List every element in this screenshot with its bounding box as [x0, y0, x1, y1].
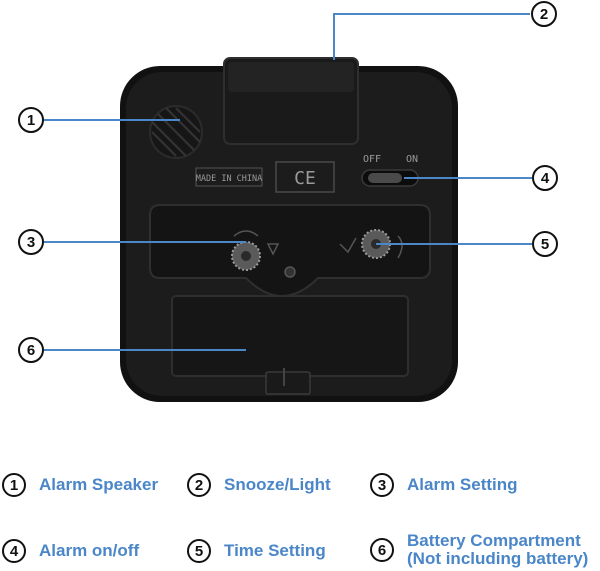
svg-text:2: 2 [540, 6, 548, 23]
legend-item-6: 6 Battery Compartment (Not including bat… [370, 532, 588, 568]
legend-label: Time Setting [224, 541, 326, 560]
legend-item-4: 4 Alarm on/off [2, 539, 139, 563]
legend-label-line2: (Not including battery) [407, 549, 589, 568]
callout-3: 3 [18, 229, 44, 255]
legend-number: 5 [187, 539, 211, 563]
legend-number: 2 [187, 473, 211, 497]
legend-label: Alarm Setting [407, 475, 518, 494]
legend: 1 Alarm Speaker 2 Snooze/Light 3 Alarm S… [0, 460, 600, 571]
callout-2: 2 [531, 1, 557, 27]
legend-label: Alarm on/off [39, 541, 140, 560]
leader-line-2 [333, 13, 530, 60]
legend-number: 6 [370, 538, 394, 562]
leader-lines [44, 13, 532, 351]
svg-text:6: 6 [27, 342, 35, 359]
clock-back-diagram: MADE IN CHINA CE OFF ON [18, 1, 558, 402]
callout-6: 6 [18, 337, 44, 363]
legend-number: 1 [2, 473, 26, 497]
ce-mark: CE [294, 168, 316, 189]
legend-item-1: 1 Alarm Speaker [2, 473, 158, 497]
svg-text:3: 3 [27, 234, 35, 251]
svg-text:4: 4 [541, 170, 550, 187]
legend-label-line1: Battery Compartment [407, 531, 581, 550]
switch-on-label: ON [406, 154, 418, 165]
svg-text:1: 1 [27, 112, 35, 129]
legend-label: Alarm Speaker [39, 475, 159, 494]
legend-label: Snooze/Light [224, 475, 331, 494]
callout-5: 5 [532, 231, 558, 257]
svg-text:5: 5 [541, 236, 549, 253]
legend-label: Battery Compartment (Not including batte… [407, 532, 588, 568]
legend-number: 4 [2, 539, 26, 563]
legend-number: 3 [370, 473, 394, 497]
clock-back: MADE IN CHINA CE OFF ON [120, 57, 458, 402]
legend-item-3: 3 Alarm Setting [370, 473, 518, 497]
made-in-china-marking: MADE IN CHINA [196, 174, 263, 184]
battery-compartment [171, 295, 409, 377]
legend-item-5: 5 Time Setting [187, 539, 326, 563]
speaker-grille [148, 104, 204, 160]
callout-1: 1 [18, 107, 44, 133]
switch-off-label: OFF [363, 154, 381, 165]
alarm-setting-knob [231, 230, 280, 271]
callout-4: 4 [532, 165, 558, 191]
legend-item-2: 2 Snooze/Light [187, 473, 331, 497]
